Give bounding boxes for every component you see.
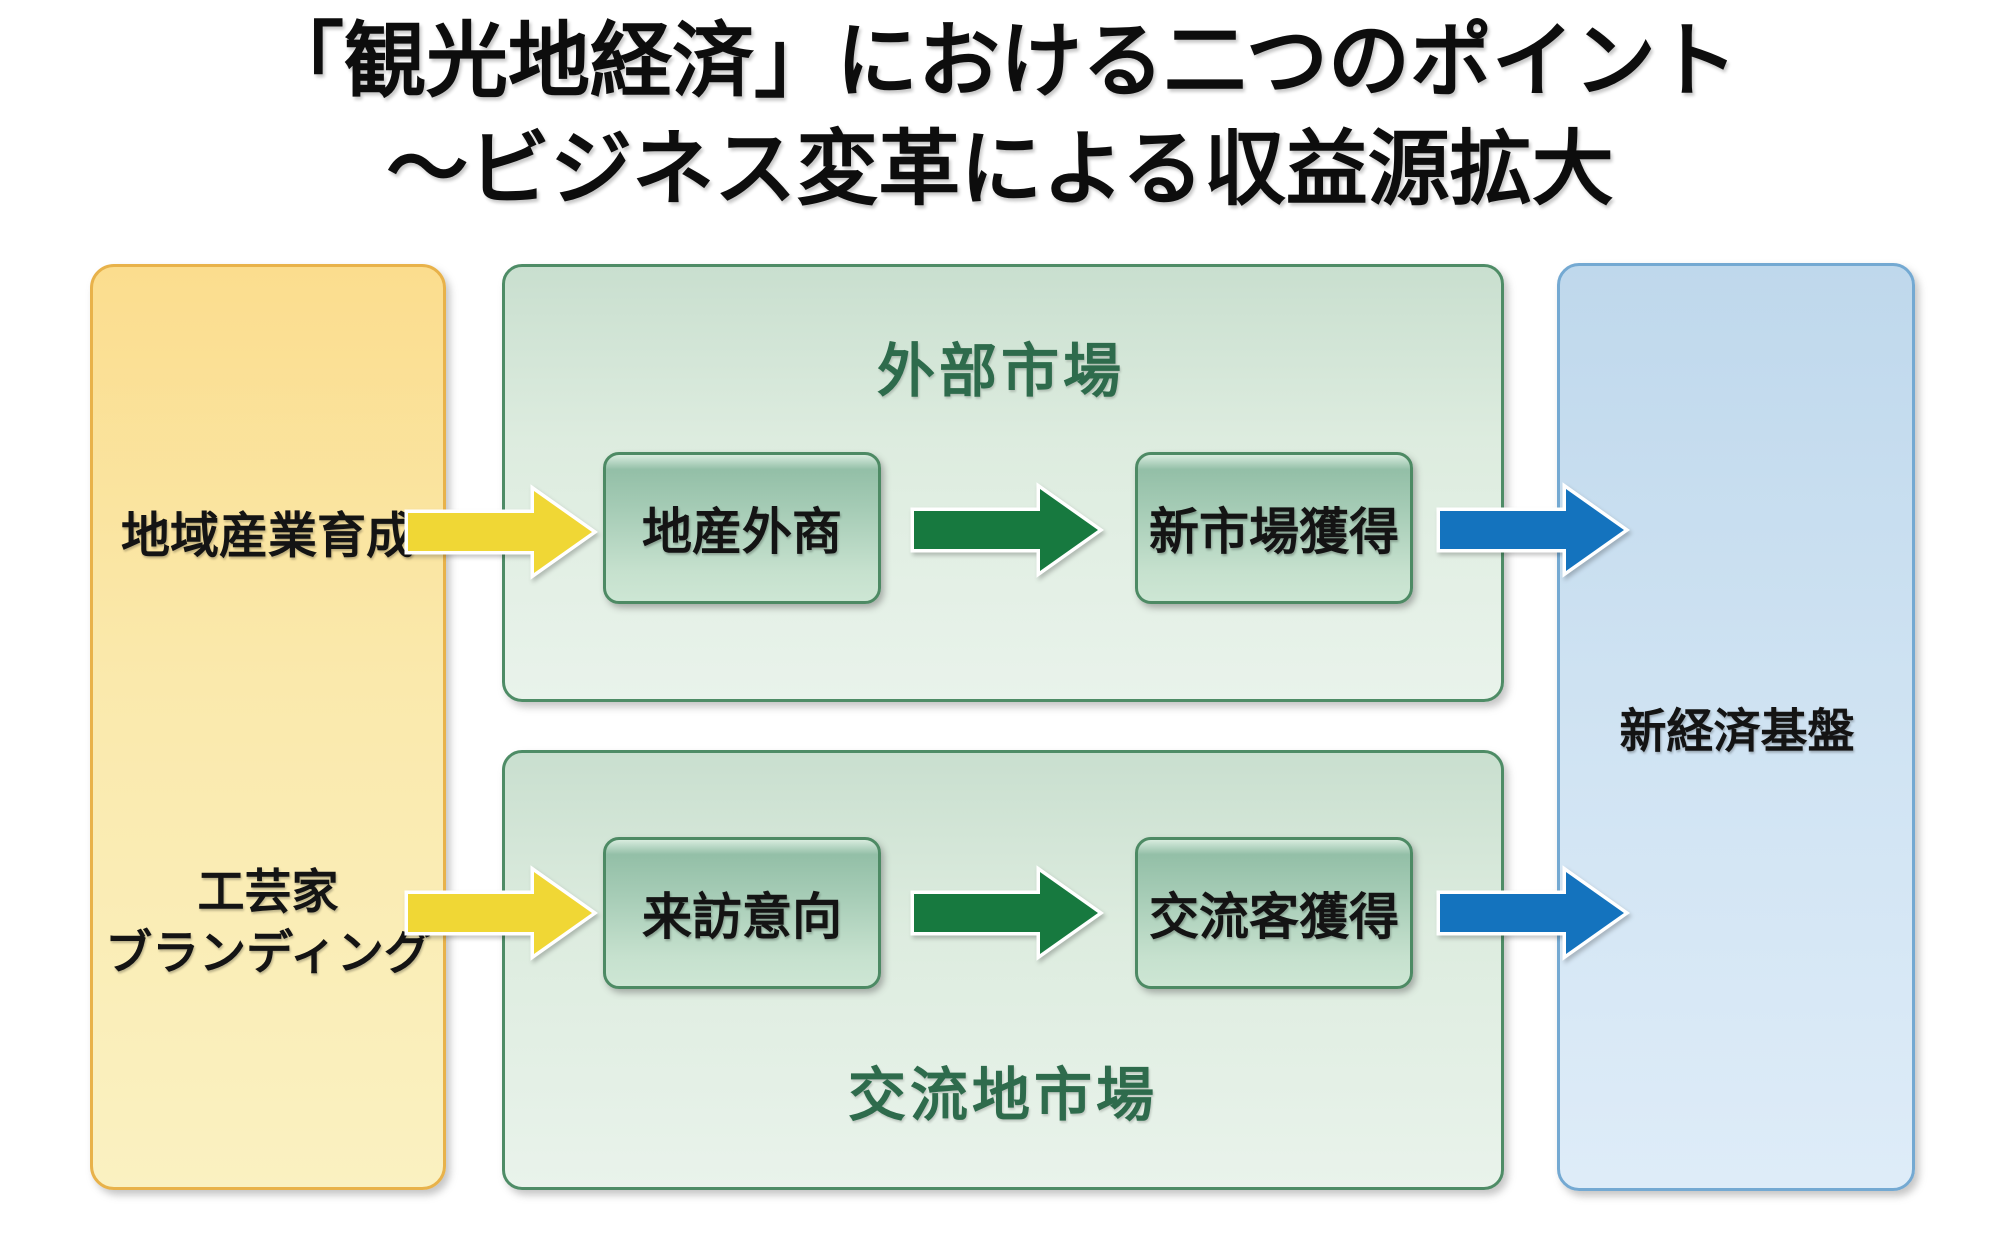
yellow-right-arrow-icon-row1 xyxy=(404,484,598,580)
diagram-title: 「観光地経済」における二つのポイント ～ビジネス変革による収益源拡大 xyxy=(0,8,2000,224)
source-label-row2-line1: 工芸家 xyxy=(197,864,339,918)
blue-right-arrow-icon-row1 xyxy=(1436,482,1630,578)
outcome-panel xyxy=(1557,263,1915,1191)
source-label-row2: 工芸家 ブランディング xyxy=(105,861,431,983)
stage-box-external-stage2: 新市場獲得 xyxy=(1135,452,1413,604)
outcome-label: 新経済基盤 xyxy=(1619,704,1855,758)
stage-box-local-stage1: 来訪意向 xyxy=(603,837,881,989)
stage-box-label: 交流客獲得 xyxy=(1149,889,1399,945)
yellow-right-arrow-icon-row2 xyxy=(404,865,598,961)
stage-box-label: 新市場獲得 xyxy=(1149,504,1399,560)
title-line-1: 「観光地経済」における二つのポイント xyxy=(261,16,1738,107)
source-panel xyxy=(90,264,446,1190)
green-right-arrow-icon-row2 xyxy=(910,865,1104,961)
stage-box-external-stage1: 地産外商 xyxy=(603,452,881,604)
source-label-row2-line2: ブランディング xyxy=(105,926,431,979)
local-market-title: 交流地市場 xyxy=(847,1063,1159,1128)
green-right-arrow-icon-row1 xyxy=(910,482,1104,578)
title-line-2: ～ビジネス変革による収益源拡大 xyxy=(386,124,1614,216)
blue-right-arrow-icon-row2 xyxy=(1436,865,1630,961)
external-market-title: 外部市場 xyxy=(876,339,1126,404)
stage-box-label: 地産外商 xyxy=(642,504,842,560)
stage-box-local-stage2: 交流客獲得 xyxy=(1135,837,1413,989)
source-label-row1: 地域産業育成 xyxy=(120,509,416,564)
stage-box-label: 来訪意向 xyxy=(642,889,842,945)
